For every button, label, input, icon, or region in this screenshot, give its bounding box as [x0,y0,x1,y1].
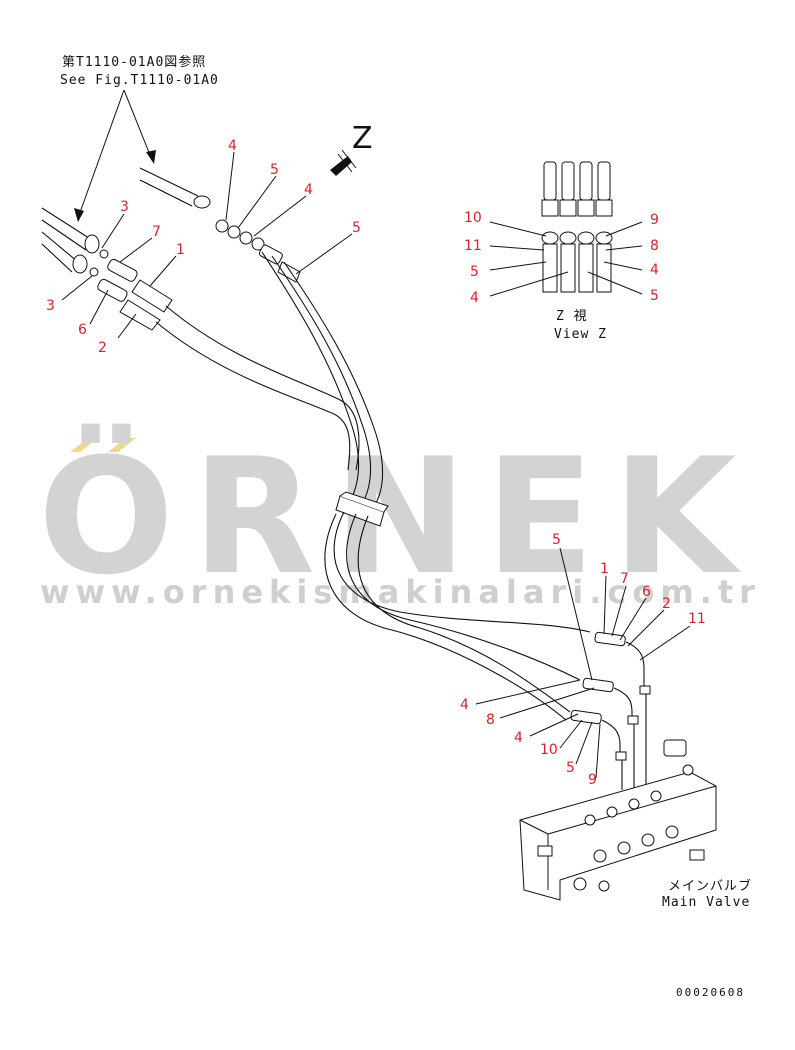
view-z-caption-en: View Z [554,327,607,342]
callout: 5 [470,264,479,280]
callout: 9 [650,212,659,228]
callout: 8 [486,712,495,728]
view-z-detail [489,161,643,297]
callout: 7 [152,224,161,240]
callout: 6 [78,322,87,338]
callout: 5 [270,162,279,178]
main-valve-label-en: Main Valve [662,895,750,910]
lower-callout-leaders [475,547,691,779]
callout: 5 [352,220,361,236]
callout: 5 [650,288,659,304]
callout: 10 [464,210,482,226]
upper-hose-ends [139,167,211,209]
upper-callout-leaders [61,151,353,339]
reference-note-en: See Fig.T1110-01A0 [60,73,219,88]
callout: 3 [120,199,129,215]
callout: 3 [46,298,55,314]
callout: 4 [470,290,479,306]
callout: 4 [304,182,313,198]
watermark: ÖRNEK www.ornekismakinalari.com.tr [38,422,761,611]
callout: 11 [688,611,706,627]
watermark-letters: ÖRNEK [38,422,754,610]
callout: 1 [176,242,185,258]
main-valve-body [519,739,717,901]
callout: 1 [600,561,609,577]
callout: 11 [464,238,482,254]
watermark-accent-mark [70,438,98,452]
callout: 5 [552,532,561,548]
view-direction-arrow [330,149,357,176]
view-z-marker: Z [352,121,373,156]
callout: 5 [566,760,575,776]
left-hose-group [41,207,360,471]
o-ring [89,267,99,277]
callout: 2 [98,340,107,356]
drawing-number: 00020608 [676,986,745,999]
callout: 7 [620,571,629,587]
callout: 2 [662,596,671,612]
callout: 4 [514,730,523,746]
long-hose-run [324,511,591,721]
watermark-accent-mark [108,438,136,452]
o-ring [99,249,109,259]
callout: 4 [460,697,469,713]
reference-note-jp: 第T1110-01A0図参照 [62,54,206,70]
callout: 4 [650,262,659,278]
callout: 9 [588,772,597,788]
callout: 4 [228,138,237,154]
middle-hose-group [215,219,384,515]
view-z-caption-jp: Z 視 [556,309,588,324]
main-valve-label-jp: メインバルブ [668,878,752,894]
watermark-url: www.ornekismakinalari.com.tr [40,573,761,611]
valve-fittings [570,631,651,790]
reference-arrows [74,89,156,222]
hose-clamp [335,491,389,527]
callout: 10 [540,742,558,758]
callout: 6 [642,584,651,600]
callout: 8 [650,238,659,254]
